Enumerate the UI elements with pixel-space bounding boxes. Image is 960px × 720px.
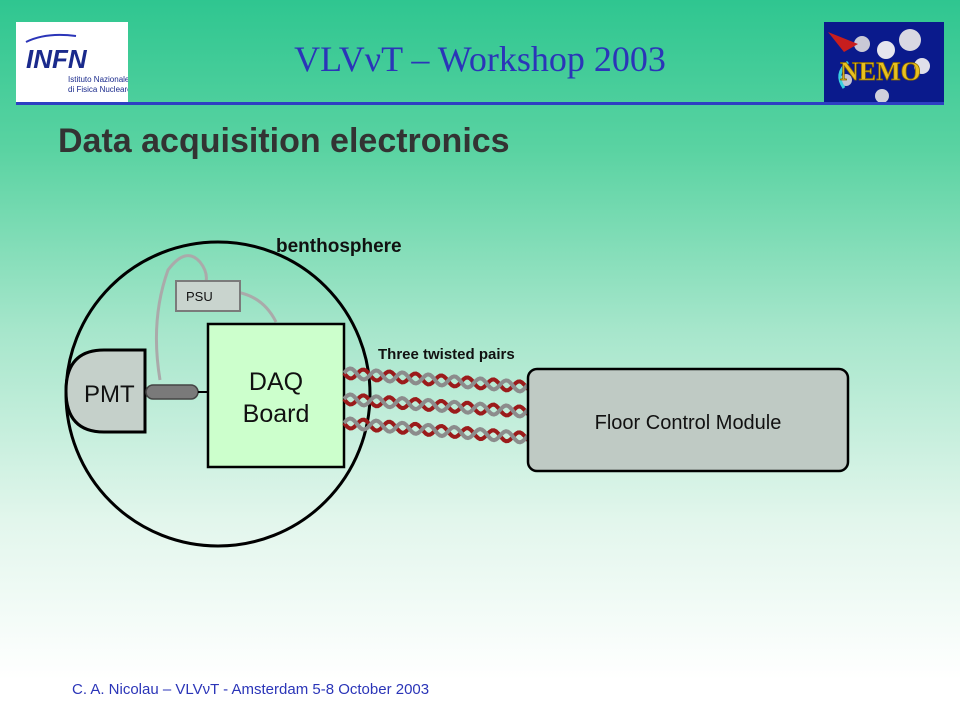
pmt-connector: [145, 384, 199, 400]
fcm-label: Floor Control Module: [595, 412, 782, 434]
floor-control-module: [526, 367, 850, 473]
daq-label-line2: Board: [243, 400, 310, 428]
twisted-pair-1-wire-gray: [342, 366, 530, 394]
cable-label: Three twisted pairs: [378, 346, 515, 363]
infn-logo-line2: Istituto Nazionale: [68, 75, 128, 84]
daq-label-line1: DAQ: [249, 368, 303, 396]
benthosphere-label: benthosphere: [276, 236, 402, 257]
footer-text: C. A. Nicolau – VLVνT - Amsterdam 5-8 Oc…: [72, 681, 430, 698]
header-title: VLVνT – Workshop 2003: [294, 39, 666, 79]
nemo-logo: NEMO: [824, 22, 944, 104]
infn-logo-graphic: INFN Istituto Nazionale di Fisica Nuclea…: [25, 33, 132, 94]
pmt-shape: [64, 348, 147, 434]
infn-logo-line3: di Fisica Nucleare: [68, 85, 128, 94]
pmt-power-cable: [154, 254, 208, 381]
psu-box: [175, 280, 241, 312]
nemo-logo-graphic: NEMO: [828, 29, 930, 103]
twisted-pair-2-wire-gray: [342, 392, 530, 419]
header-rule: [16, 102, 944, 105]
psu-label: PSU: [186, 289, 213, 304]
twisted-pairs: [342, 366, 530, 445]
slide-title: Data acquisition electronics: [58, 122, 510, 160]
nemo-logo-text: NEMO: [840, 57, 921, 86]
twisted-pair-3-wire-gray: [342, 416, 530, 445]
daq-board: [206, 322, 346, 469]
infn-logo-letters: INFN: [26, 44, 88, 74]
infn-logo: INFN Istituto Nazionale di Fisica Nuclea…: [16, 22, 132, 102]
pmt-label: PMT: [84, 381, 135, 408]
